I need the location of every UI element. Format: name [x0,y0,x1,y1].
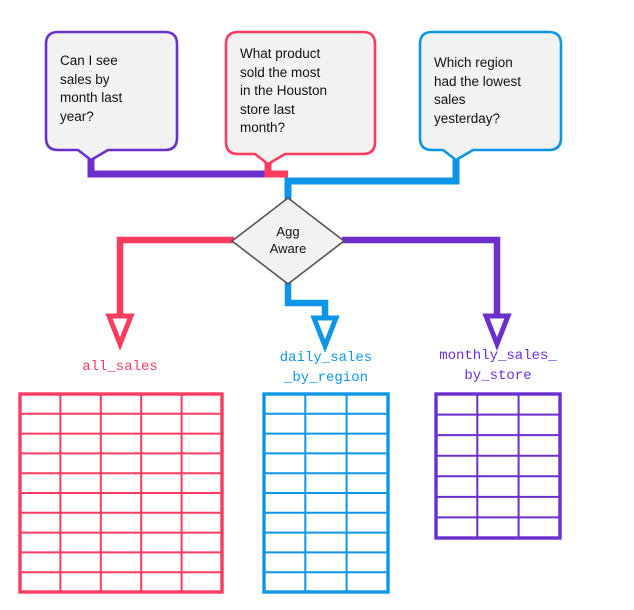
connector-purple-bus [87,158,272,178]
table-grid-daily-sales-by-region[interactable] [262,392,390,594]
table-grid-monthly-sales-by-store[interactable] [434,392,562,540]
connector-node-to-daily-sales [284,282,329,320]
speech-bubble-question-product[interactable] [224,30,377,166]
decision-node-agg-aware[interactable] [230,196,346,286]
connector-blue-into-node [284,158,460,200]
speech-bubble-question-region[interactable] [418,30,563,162]
connector-node-to-all-sales [116,236,234,318]
arrowhead-all-sales [105,313,135,351]
connector-node-to-monthly-sales [342,236,501,318]
speech-bubble-question-monthly[interactable] [44,30,179,162]
table-label-daily-sales-by-region: daily_sales _by_region [279,350,373,386]
table-label-monthly-sales-by-store: monthly_sales_ by_store [439,348,557,384]
arrowhead-daily-sales [310,315,340,353]
table-grid-all-sales[interactable] [18,392,224,594]
arrowhead-monthly-sales [482,313,512,351]
decision-node-label: Agg Aware [269,224,307,256]
table-label-all-sales: all_sales [82,359,158,375]
